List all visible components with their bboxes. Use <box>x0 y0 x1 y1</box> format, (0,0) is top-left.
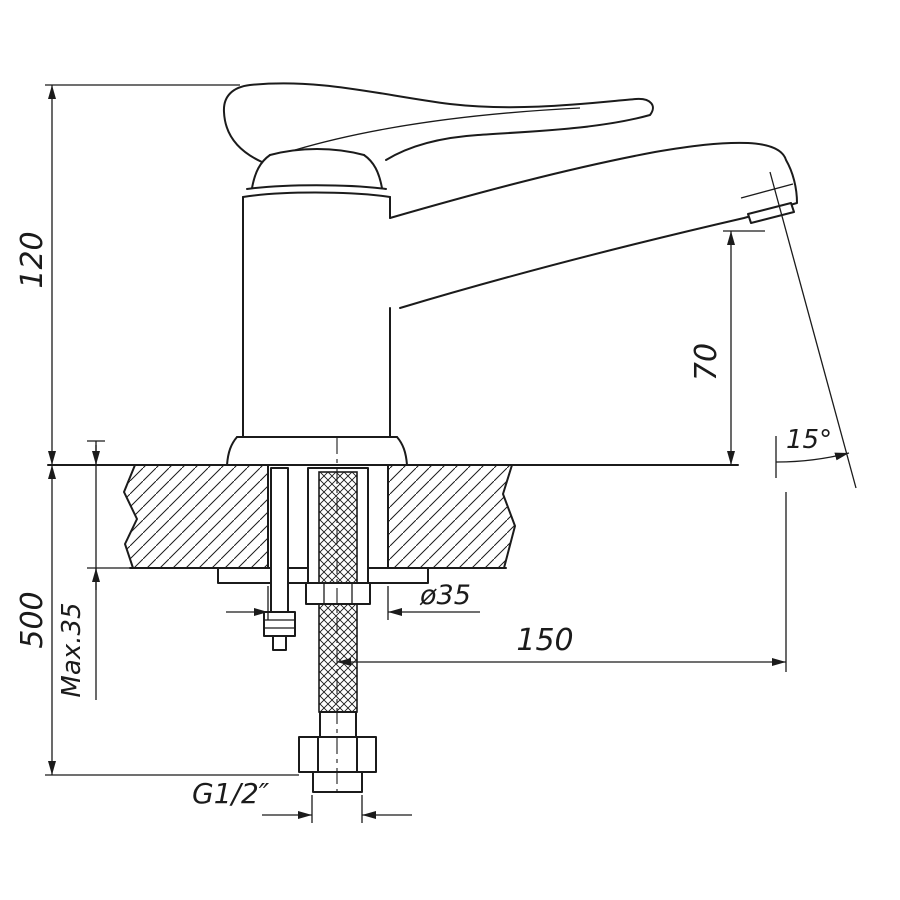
stud-nut <box>263 611 296 637</box>
lever-contour-line <box>294 107 581 151</box>
slab-break-right <box>502 464 516 569</box>
dim-dia35-label: ø35 <box>419 580 471 611</box>
dim-g12-label: G1/2″ <box>192 777 270 810</box>
dimension-500: 500 <box>15 465 299 776</box>
base-flare-right <box>396 436 408 466</box>
aerator-tip <box>747 202 795 224</box>
dimension-150: 150 <box>337 492 787 672</box>
angle-arc <box>775 452 850 463</box>
dim-500-label: 500 <box>15 591 50 648</box>
dimension-max35: Max.35 <box>57 440 132 700</box>
mounting-stud <box>270 467 289 613</box>
angle-reference-line <box>769 171 857 489</box>
dimension-120: 120 <box>15 84 240 465</box>
slab-break-left <box>123 464 138 569</box>
dim-70-label: 70 <box>689 343 724 381</box>
dimension-g12: G1/2″ <box>192 777 412 823</box>
hose-end-collar <box>319 711 357 738</box>
dim-max35-label: Max.35 <box>57 602 87 697</box>
dim-15deg-label: 15° <box>786 425 832 455</box>
dimension-dia35: ø35 <box>226 580 480 620</box>
shank-nut <box>305 582 371 605</box>
dimension-70: 70 <box>689 230 765 465</box>
aerator-band-line <box>740 183 794 199</box>
lever-handle <box>222 82 654 163</box>
spout <box>389 141 798 309</box>
dim-150-label: 150 <box>516 623 573 658</box>
stud-tip <box>272 635 287 651</box>
dim-120-label: 120 <box>15 231 50 288</box>
under-counter-assembly <box>217 467 429 793</box>
dimension-15deg: 15° <box>769 171 857 489</box>
faucet-body <box>222 82 798 466</box>
countertop-section <box>123 464 516 569</box>
base-flare-left <box>226 436 238 466</box>
